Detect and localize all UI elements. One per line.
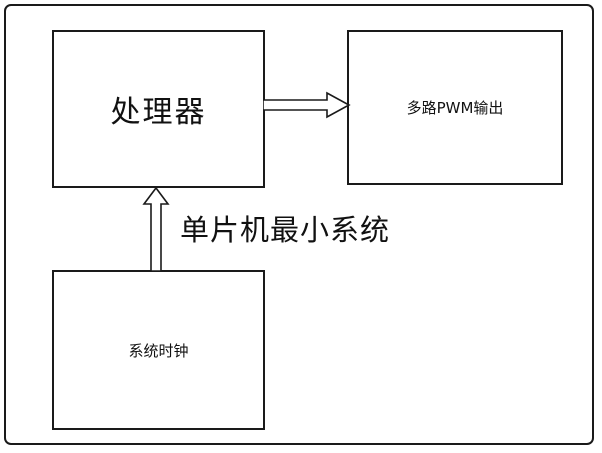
pwm-output-box: 多路PWM输出 bbox=[347, 30, 563, 185]
arrow-right-icon bbox=[263, 91, 351, 119]
arrow-up-icon bbox=[142, 186, 170, 271]
system-clock-label: 系统时钟 bbox=[128, 341, 189, 360]
processor-box: 处理器 bbox=[52, 30, 265, 188]
diagram-caption: 单片机最小系统 bbox=[180, 213, 391, 247]
pwm-output-label: 多路PWM输出 bbox=[406, 99, 504, 117]
processor-label: 处理器 bbox=[110, 95, 207, 130]
system-clock-box: 系统时钟 bbox=[52, 270, 265, 430]
